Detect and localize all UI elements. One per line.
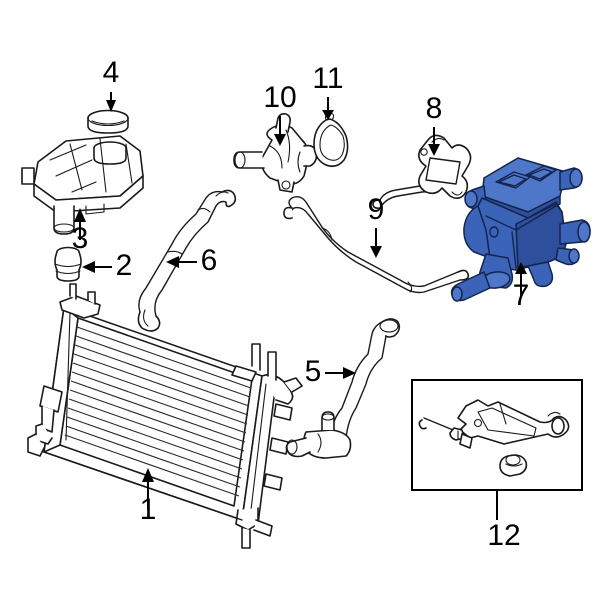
part-water-outlet-seal[interactable] — [313, 112, 349, 168]
part-coolant-reservoir[interactable] — [21, 135, 144, 235]
inset-part-nut — [499, 454, 528, 477]
callout-label-12: 12 — [487, 519, 520, 552]
inset-part-bolt — [418, 417, 473, 449]
callout-label-2: 2 — [116, 249, 133, 282]
part-housing-gasket-bracket[interactable] — [418, 134, 472, 200]
callout-label-9: 9 — [368, 193, 385, 226]
part-water-outlet-connection[interactable] — [233, 113, 318, 193]
callout-label-4: 4 — [103, 56, 120, 89]
part-upper-radiator-hose[interactable] — [137, 189, 237, 332]
callout-label-1: 1 — [140, 493, 157, 526]
callout-label-8: 8 — [426, 92, 443, 125]
callout-label-6: 6 — [201, 244, 218, 277]
callout-label-5: 5 — [305, 355, 322, 388]
radiator-core-lines — [64, 326, 252, 497]
inset-box-bracket-kit[interactable] — [411, 379, 583, 491]
callout-label-10: 10 — [263, 81, 296, 114]
callout-labels: 1 2 3 4 5 6 7 8 9 10 11 12 — [72, 56, 530, 552]
part-drain-plug-grommet[interactable] — [54, 246, 82, 282]
callout-label-11: 11 — [312, 62, 343, 95]
part-lower-radiator-hose[interactable] — [285, 318, 401, 459]
callout-label-7: 7 — [513, 279, 530, 312]
callout-label-3: 3 — [72, 222, 89, 255]
inset-part-bracket — [457, 399, 570, 445]
part-reservoir-cap[interactable] — [87, 109, 129, 134]
callout-leaders — [74, 92, 527, 520]
part-radiator[interactable] — [27, 283, 303, 549]
part-thermostat-housing[interactable] — [450, 157, 591, 302]
